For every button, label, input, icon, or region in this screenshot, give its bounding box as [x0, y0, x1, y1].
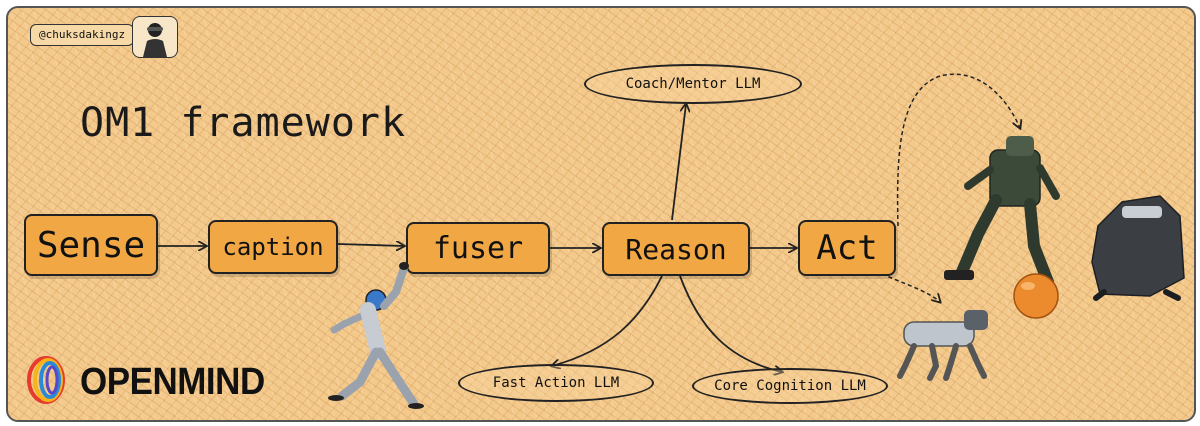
soccer-ball-icon: [1013, 273, 1059, 319]
node-act: Act: [798, 220, 896, 276]
arrow-reason-coach: [671, 104, 686, 221]
node-fuser: fuser: [406, 222, 550, 274]
humanoid-robot-icon: [328, 262, 424, 409]
avatar: [132, 16, 178, 58]
oval-fast-action-llm: Fast Action LLM: [458, 364, 654, 402]
oval-core-cognition-llm: Core Cognition LLM: [692, 368, 888, 404]
arrow-caption-fuser: [337, 244, 404, 246]
node-reason: Reason: [602, 222, 750, 276]
crouching-robot-icon: [1091, 195, 1185, 301]
brand-name: OPENMIND: [80, 361, 265, 403]
node-caption: caption: [208, 220, 338, 274]
node-sense: Sense: [24, 214, 158, 276]
robot-dog-icon: [897, 310, 988, 381]
soccer-robot-icon: [944, 136, 1060, 288]
arrow-reason-core: [679, 275, 782, 372]
dashed-arrow-act-robot: [896, 73, 1020, 227]
arrow-reason-fast: [552, 275, 663, 366]
avatar-icon: [143, 23, 167, 57]
openmind-logo-icon: [27, 356, 65, 404]
diagram-title: OM1 framework: [80, 100, 407, 146]
author-handle: @chuksdakingz: [30, 24, 135, 46]
oval-coach-llm: Coach/Mentor LLM: [584, 64, 802, 104]
